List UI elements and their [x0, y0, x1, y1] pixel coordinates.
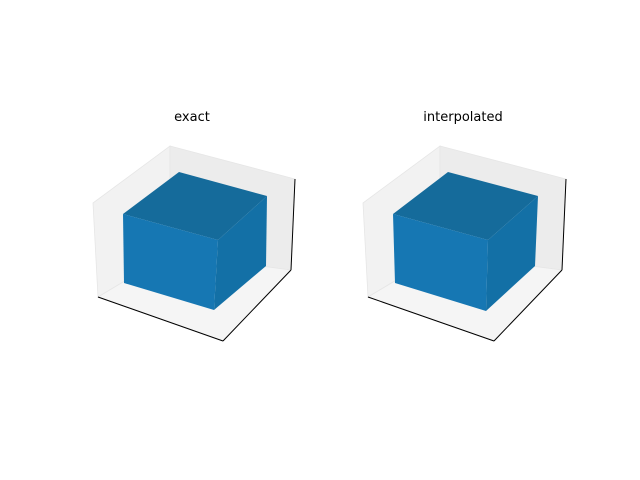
z-axis-line	[561, 178, 567, 271]
cube-top-face	[123, 172, 267, 240]
panel-exact: exact	[92, 110, 296, 342]
cube-right-face	[486, 196, 538, 311]
x-axis-line	[97, 296, 224, 342]
panel-interpolated: interpolated	[362, 110, 567, 342]
cube-right-face	[214, 196, 267, 310]
cube-front-face	[393, 214, 488, 311]
voxel-cube	[393, 172, 538, 311]
y-axis-line	[222, 269, 292, 342]
cube-front-face	[123, 214, 218, 310]
z-axis-line	[290, 178, 296, 271]
axis-lines	[97, 178, 296, 342]
axis-lines	[367, 178, 567, 342]
panel-title: exact	[174, 110, 210, 125]
x-axis-line	[367, 296, 495, 342]
voxel-cube	[123, 172, 267, 310]
y-axis-line	[493, 269, 563, 342]
cube-top-face	[393, 172, 538, 240]
panel-title: interpolated	[423, 110, 502, 125]
